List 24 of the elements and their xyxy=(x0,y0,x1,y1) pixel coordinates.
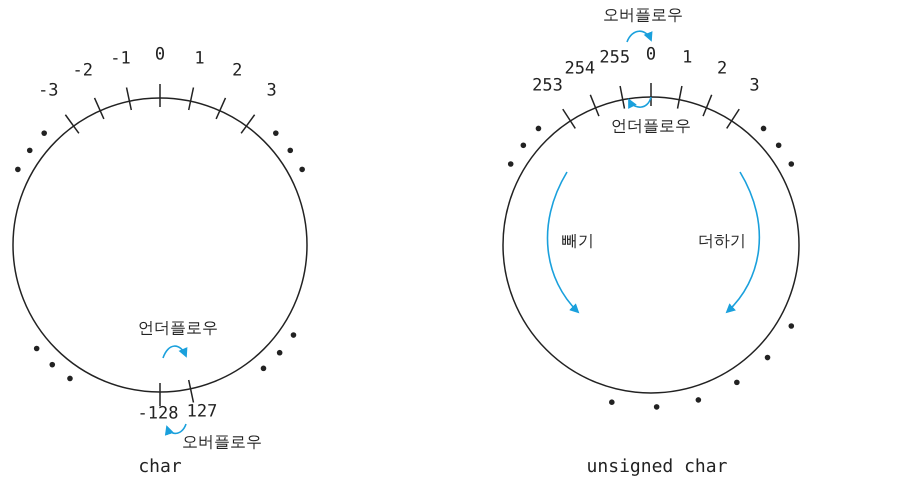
tick-label: 1 xyxy=(682,49,692,68)
operation-label: 빼기 xyxy=(562,232,594,250)
overflow-label: 오버플로우 xyxy=(182,433,262,451)
tick-label: 254 xyxy=(564,59,596,78)
tick-label: 3 xyxy=(749,76,760,95)
caption: unsigned char xyxy=(586,457,728,477)
caption: char xyxy=(138,457,182,477)
tick-label: 0 xyxy=(154,46,166,64)
operation-label: 더하기 xyxy=(698,232,746,250)
tick-label: 127 xyxy=(186,402,218,422)
tick-label: 253 xyxy=(532,76,563,95)
overflow-label: 언더플로우 xyxy=(611,117,691,135)
tick-label: -3 xyxy=(38,82,59,101)
tick-label: 2 xyxy=(717,59,728,78)
overflow-label: 오버플로우 xyxy=(603,6,683,24)
tick-label: 1 xyxy=(194,50,205,68)
overflow-label: 언더플로우 xyxy=(138,319,218,337)
tick-label: -128 xyxy=(138,404,178,424)
tick-label: 255 xyxy=(599,49,630,68)
tick-label: 3 xyxy=(266,82,277,101)
tick-label: -2 xyxy=(72,62,93,81)
tick-label: 2 xyxy=(232,62,242,81)
tick-label: 0 xyxy=(646,46,656,64)
tick-label: -1 xyxy=(110,50,131,68)
